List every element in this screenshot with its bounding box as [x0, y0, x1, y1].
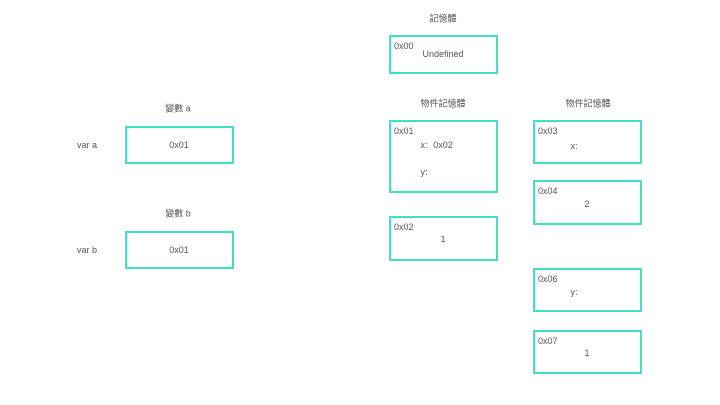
object-cell-0x04: 0x04 2 — [533, 180, 642, 225]
memory-cell-0x00: 0x00 Undefined — [389, 35, 498, 74]
cell-value: 1 — [440, 234, 446, 244]
cell-address: 0x04 — [538, 186, 558, 196]
object-cell-0x01: 0x01 x: 0x02 y: — [389, 120, 498, 193]
cell-address: 0x02 — [394, 222, 414, 232]
object-y-label: y: — [420, 167, 428, 177]
cell-value: 2 — [584, 199, 590, 209]
object-x-value: 0x02 — [433, 140, 453, 150]
variable-b-value: 0x01 — [169, 245, 189, 255]
object-cell-0x03: 0x03 x: — [533, 120, 642, 164]
memory-value: Undefined — [422, 49, 464, 59]
object-address: 0x01 — [394, 126, 414, 136]
object-cell-0x02: 0x02 1 — [389, 216, 498, 261]
object-memory-left-title: 物件記憶體 — [420, 98, 466, 109]
object-x-label: x: — [420, 140, 428, 150]
cell-address: 0x07 — [538, 336, 558, 346]
object-memory-right-title: 物件記憶體 — [565, 98, 611, 109]
cell-value: 1 — [584, 348, 590, 358]
cell-address: 0x03 — [538, 126, 558, 136]
memory-title: 記憶體 — [429, 13, 457, 24]
variable-b-label: var b — [76, 245, 98, 255]
variable-a-value: 0x01 — [169, 140, 189, 150]
object-cell-0x06: 0x06 y: — [533, 268, 642, 312]
cell-value: y: — [570, 287, 578, 297]
cell-value: x: — [570, 141, 578, 151]
memory-address: 0x00 — [394, 41, 414, 51]
cell-address: 0x06 — [538, 274, 558, 284]
variable-a-title: 變數 a — [165, 103, 191, 114]
variable-a-label: var a — [76, 140, 98, 150]
variable-a-box: 0x01 — [125, 126, 234, 164]
variable-b-title: 變數 b — [165, 208, 191, 219]
object-cell-0x07: 0x07 1 — [533, 330, 642, 374]
variable-b-box: 0x01 — [125, 231, 234, 269]
